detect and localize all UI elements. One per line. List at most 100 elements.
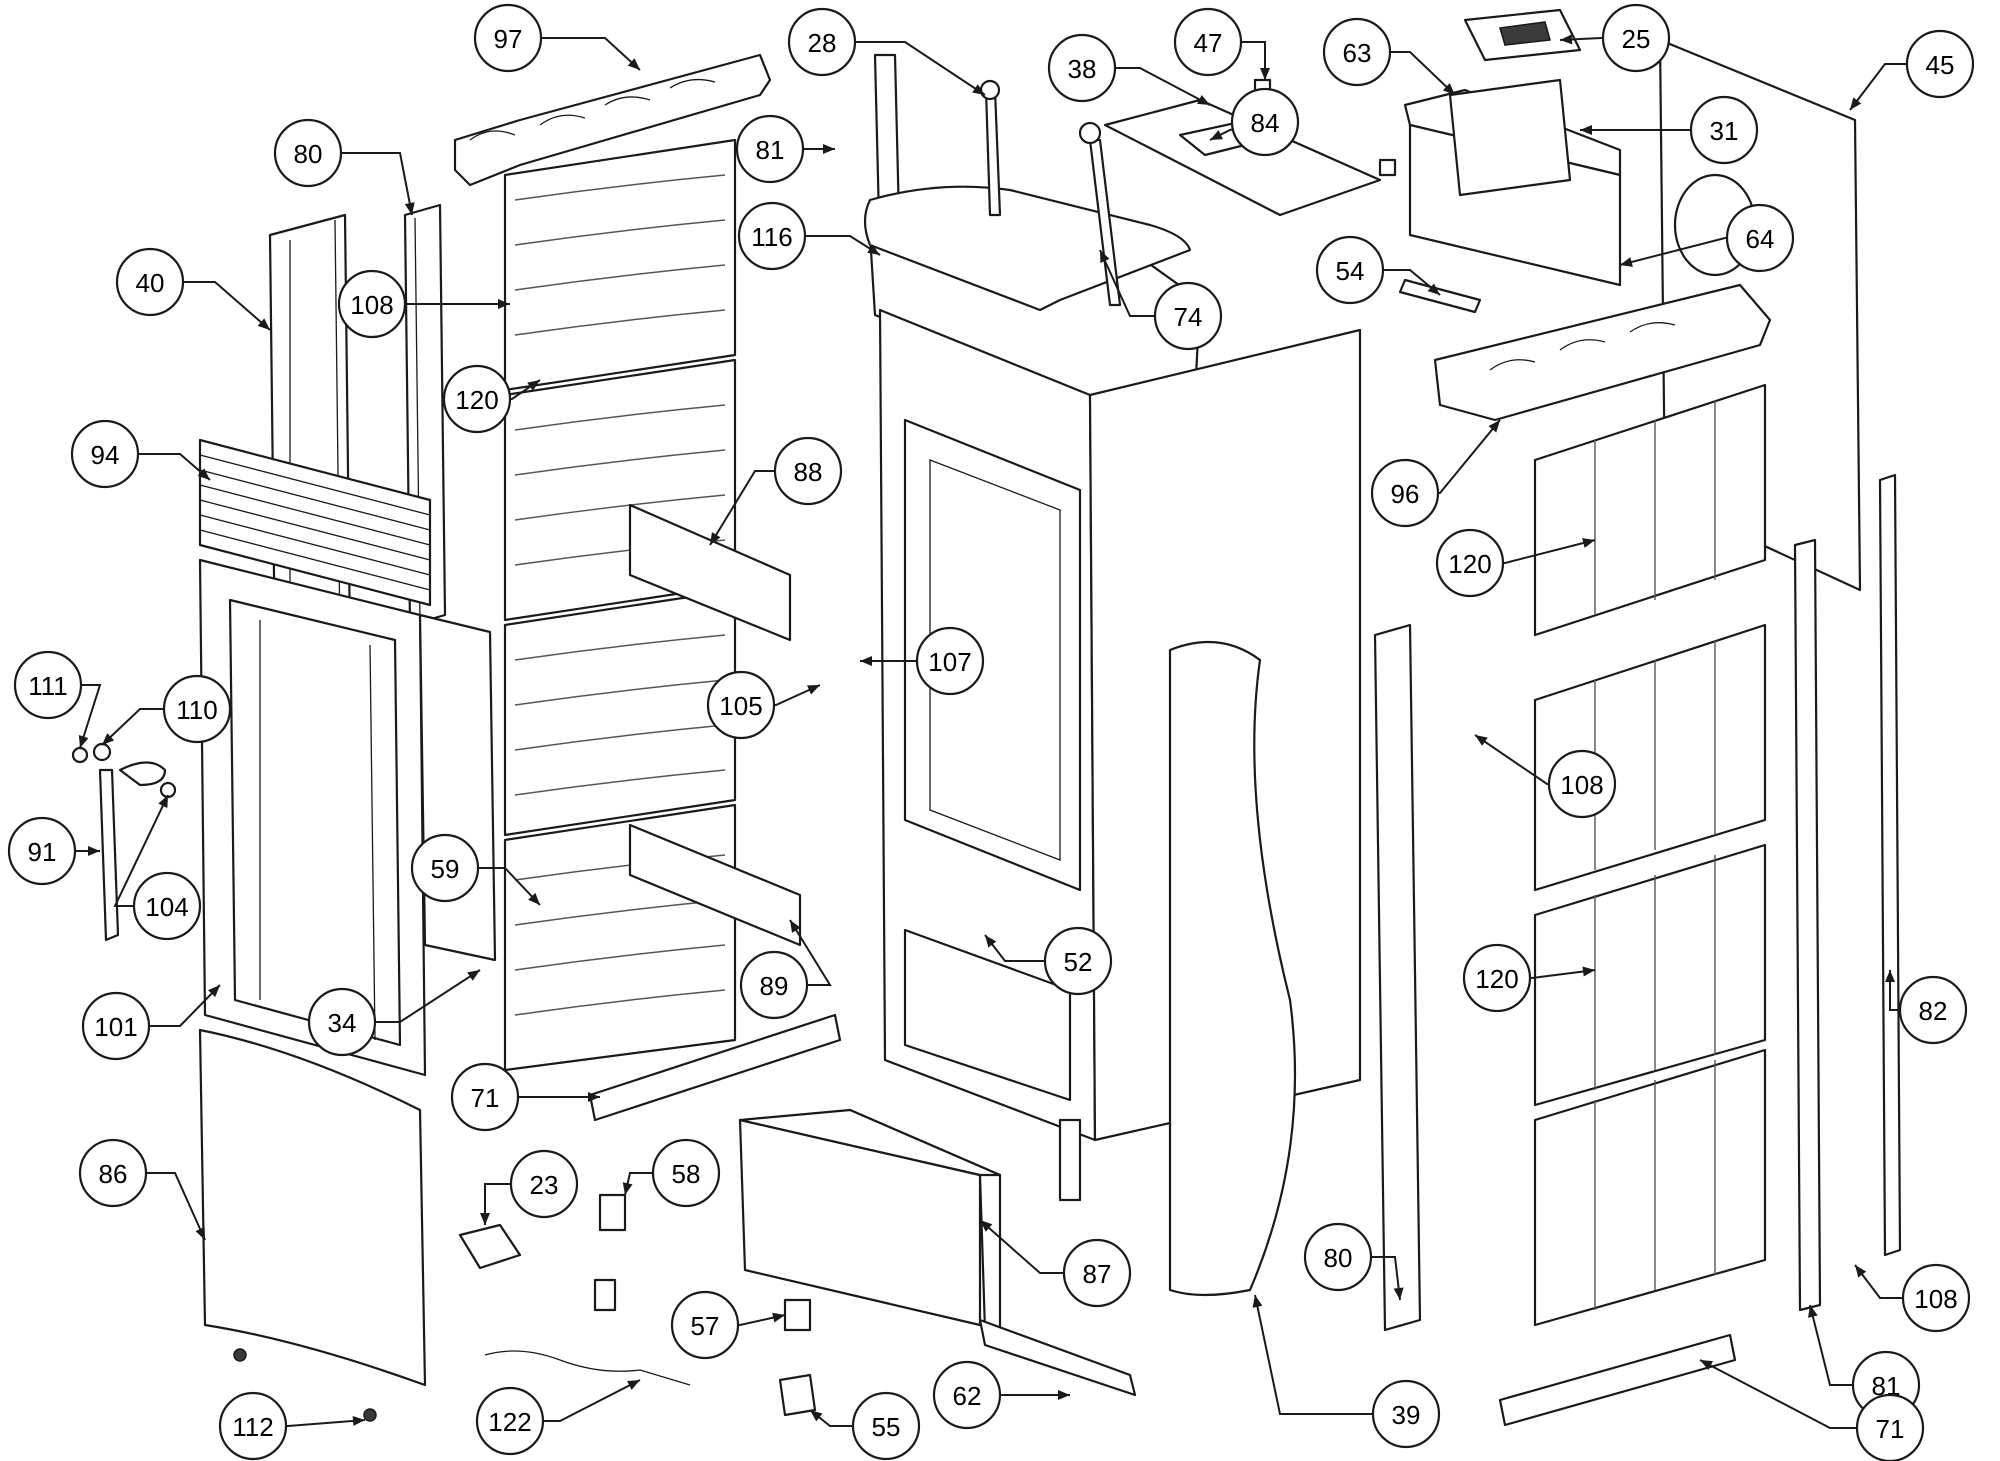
callout-label: 71 <box>1876 1414 1905 1444</box>
leader-arrow-54 <box>1427 283 1440 295</box>
callout-label: 31 <box>1710 116 1739 146</box>
leader-arrow-108b <box>1475 735 1488 746</box>
leader-arrow-86 <box>195 1227 205 1240</box>
callout-71b: 71 <box>1855 1393 1925 1461</box>
callout-label: 52 <box>1064 947 1093 977</box>
leader-arrow-55 <box>810 1410 823 1422</box>
callout-label: 116 <box>751 222 792 252</box>
callout-120b: 120 <box>1435 528 1505 598</box>
callout-116: 116 <box>737 201 807 271</box>
callout-82: 82 <box>1898 975 1968 1045</box>
part-bottom-bracket-right <box>1498 1333 1737 1427</box>
callout-circle <box>773 436 843 506</box>
callout-label: 86 <box>99 1159 128 1189</box>
callout-circle <box>1047 33 1117 103</box>
callout-label: 39 <box>1392 1400 1421 1430</box>
leader-arrow-82 <box>1885 970 1895 982</box>
callout-52: 52 <box>1043 926 1113 996</box>
callout-label: 108 <box>1560 770 1603 800</box>
callout-25: 25 <box>1601 3 1671 73</box>
callout-circle <box>739 950 809 1020</box>
callout-label: 107 <box>928 647 971 677</box>
leader-arrow-108c <box>1855 1265 1867 1278</box>
leader-arrow-105 <box>807 685 820 695</box>
leader-arrow-40 <box>257 318 270 330</box>
callout-label: 111 <box>28 671 68 701</box>
callout-circle <box>70 419 140 489</box>
leader-arrow-63 <box>1442 83 1455 95</box>
part-handle-assembly <box>71 742 177 942</box>
callout-label: 80 <box>1324 1243 1353 1273</box>
callout-label: 105 <box>719 691 762 721</box>
callout-circle <box>1230 87 1300 157</box>
leader-arrow-112 <box>352 1415 365 1426</box>
callout-circle <box>787 7 857 77</box>
callout-circle <box>475 1386 545 1456</box>
part-bracket-89 <box>628 823 802 947</box>
callout-label: 81 <box>756 135 785 165</box>
callout-88: 88 <box>773 436 843 506</box>
part-lower-front-panel <box>198 1028 427 1387</box>
part-door-panel <box>418 613 497 962</box>
callout-circle <box>273 118 343 188</box>
callout-38: 38 <box>1047 33 1117 103</box>
callout-label: 45 <box>1926 50 1955 80</box>
part-bottom-bracket-left <box>588 1013 842 1122</box>
callout-31: 31 <box>1689 95 1759 165</box>
callout-81a: 81 <box>735 114 805 184</box>
callout-circle <box>307 987 377 1057</box>
callout-circle <box>450 1062 520 1132</box>
callout-circle <box>1898 975 1968 1045</box>
callout-circle <box>1435 528 1505 598</box>
callout-circle <box>1062 1238 1132 1308</box>
callout-label: 64 <box>1746 224 1775 254</box>
leader-arrow-34 <box>467 970 480 981</box>
callout-101: 101 <box>81 991 151 1061</box>
callout-circle <box>915 626 985 696</box>
leader-arrow-107 <box>860 656 872 666</box>
leader-arrow-52 <box>985 935 997 948</box>
part-top-cover-right <box>1433 283 1772 422</box>
leader-arrow-57 <box>772 1312 785 1323</box>
leader-arrow-71a <box>588 1092 600 1102</box>
callout-circle <box>442 364 512 434</box>
leader-arrow-89 <box>790 920 801 933</box>
callout-97: 97 <box>473 3 543 73</box>
callout-circle <box>337 269 407 339</box>
part-ceramic-panels-right <box>1533 383 1767 1327</box>
callout-62: 62 <box>932 1360 1002 1430</box>
callout-label: 97 <box>494 24 523 54</box>
leader-arrow-47 <box>1260 68 1270 80</box>
callout-57: 57 <box>670 1290 740 1360</box>
callout-label: 82 <box>1919 996 1948 1026</box>
callout-108c: 108 <box>1901 1263 1971 1333</box>
callout-circle <box>1153 281 1223 351</box>
callout-circle <box>1689 95 1759 165</box>
callout-23: 23 <box>509 1149 579 1219</box>
callout-label: 47 <box>1194 28 1223 58</box>
callout-label: 58 <box>672 1159 701 1189</box>
part-grille <box>198 438 432 607</box>
callout-circle <box>1043 926 1113 996</box>
callout-label: 110 <box>176 695 217 725</box>
callout-circle <box>651 1138 721 1208</box>
part-tube-54 <box>1398 278 1482 314</box>
part-ceramic-panels-left <box>503 138 737 1072</box>
callout-label: 112 <box>232 1412 273 1442</box>
callout-circle <box>737 201 807 271</box>
callout-circle <box>1303 1222 1373 1292</box>
part-top-cover-left <box>453 53 772 187</box>
part-door-frame <box>198 558 427 1077</box>
callout-circle <box>1547 749 1617 819</box>
callout-circle <box>1725 203 1795 273</box>
callout-label: 108 <box>1914 1284 1957 1314</box>
callout-label: 59 <box>431 854 460 884</box>
callout-circle <box>473 3 543 73</box>
callout-87: 87 <box>1062 1238 1132 1308</box>
callout-111: 111 <box>13 650 83 720</box>
leader-arrow-88 <box>710 532 721 545</box>
callout-circle <box>1601 3 1671 73</box>
leader-arrow-120c <box>1582 966 1595 977</box>
leader-arrow-101 <box>208 985 220 998</box>
